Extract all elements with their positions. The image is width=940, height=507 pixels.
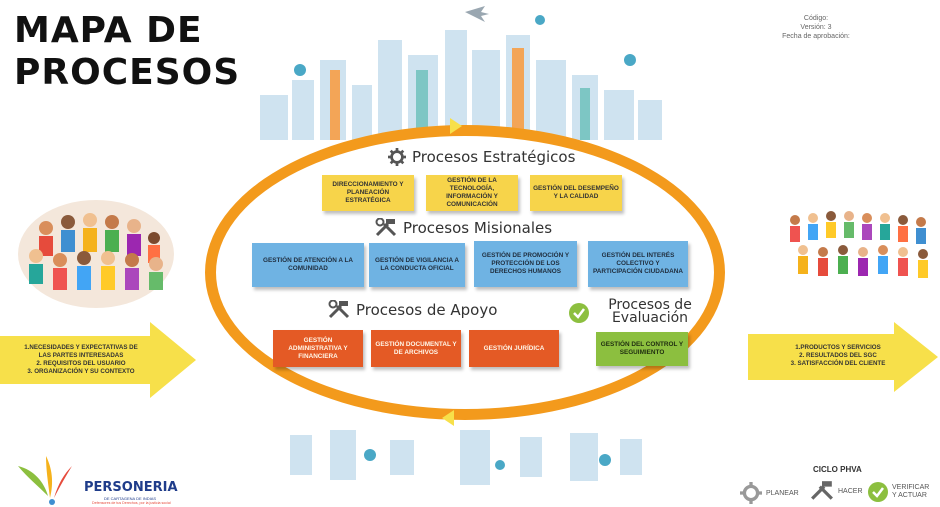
phva-check-act-label: VERIFICAR Y ACTUAR	[892, 484, 938, 500]
right-arrow-shape	[748, 322, 938, 392]
strategic-process-box: GESTIÓN DE LA TECNOLOGÍA, INFORMACIÓN Y …	[426, 175, 518, 211]
document-meta: Código: Versión: 3 Fecha de aprobación:	[756, 14, 876, 41]
output-line: 3. SATISFACCIÓN DEL CLIENTE	[790, 360, 886, 367]
doc-code: Código:	[803, 15, 829, 22]
support-process-box: GESTIÓN JURÍDICA	[469, 330, 559, 367]
phva-title: CICLO PHVA	[813, 465, 862, 474]
people-crowd-right-illustration	[790, 211, 928, 278]
doc-approval-date: Fecha de aprobación:	[782, 33, 850, 40]
gear-icon	[388, 148, 406, 166]
tools-icon	[375, 218, 397, 237]
missional-process-box: GESTIÓN DE ATENCIÓN A LA COMUNIDAD	[252, 243, 364, 287]
ring-arrow-bottom-icon	[442, 410, 454, 426]
phva-plan-label: PLANEAR	[766, 490, 799, 497]
tools-icon	[328, 300, 350, 319]
title-line-2: PROCESOS	[14, 52, 241, 93]
strategic-section-title: Procesos Estratégicos	[388, 148, 575, 166]
input-line: 3. ORGANIZACIÓN Y SU CONTEXTO	[27, 368, 135, 375]
bottom-city-illustration	[290, 430, 642, 485]
support-title-text: Procesos de Apoyo	[356, 301, 498, 319]
strategic-process-box: GESTIÓN DEL DESEMPEÑO Y LA CALIDAD	[530, 175, 622, 211]
input-line: 2. REQUISITOS DEL USUARIO	[36, 360, 126, 367]
evaluation-process-box: GESTIÓN DEL CONTROL Y SEGUIMIENTO	[596, 332, 688, 366]
missional-process-box: GESTIÓN DEL INTERÉS COLECTIVO Y PARTICIP…	[588, 241, 688, 287]
missional-section-title: Procesos Misionales	[375, 218, 552, 238]
phva-check-line-1: VERIFICAR	[892, 484, 930, 491]
tools-icon	[811, 481, 833, 500]
title-line-1: MAPA DE	[14, 10, 203, 51]
support-process-box: GESTIÓN ADMINISTRATIVA Y FINANCIERA	[273, 330, 363, 367]
strategic-title-text: Procesos Estratégicos	[412, 148, 576, 166]
logo-mark-icon	[18, 456, 72, 505]
gear-icon	[740, 482, 762, 504]
missional-process-box: GESTIÓN DE PROMOCIÓN Y PROTECCIÓN DE LOS…	[474, 241, 577, 287]
inputs-text: 1.NECESIDADES Y EXPECTATIVAS DE LAS PART…	[6, 344, 156, 376]
output-line: 2. RESULTADOS DEL SGC	[799, 352, 877, 359]
evaluation-section-title: Procesos de Evaluación	[595, 297, 705, 326]
outputs-arrow: 1.PRODUCTOS Y SERVICIOS 2. RESULTADOS DE…	[748, 322, 940, 392]
inputs-arrow: 1.NECESIDADES Y EXPECTATIVAS DE LAS PART…	[0, 322, 196, 398]
missional-process-box: GESTIÓN DE VIGILANCIA A LA CONDUCTA OFIC…	[369, 243, 465, 287]
page-title: MAPA DE PROCESOS	[14, 10, 254, 94]
right-arrow-shape	[0, 322, 196, 398]
support-process-box: GESTIÓN DOCUMENTAL Y DE ARCHIVOS	[371, 330, 461, 367]
strategic-process-box: DIRECCIONAMIENTO Y PLANEACIÓN ESTRATÉGIC…	[322, 175, 414, 211]
input-line: LAS PARTES INTERESADAS	[38, 352, 124, 359]
phva-check-line-2: Y ACTUAR	[892, 492, 927, 499]
ring-arrow-top-icon	[450, 118, 462, 134]
check-icon	[569, 303, 589, 323]
evaluation-title-line-2: Evaluación	[611, 310, 689, 326]
missional-title-text: Procesos Misionales	[403, 219, 553, 237]
check-icon	[868, 482, 888, 502]
output-line: 1.PRODUCTOS Y SERVICIOS	[795, 344, 881, 351]
logo-subtitle: DE CARTAGENA DE INDIAS	[104, 496, 157, 501]
input-line: 1.NECESIDADES Y EXPECTATIVAS DE	[24, 344, 138, 351]
city-skyline-illustration	[260, 6, 662, 140]
evaluation-title-line-1: Procesos de	[608, 297, 692, 313]
support-section-title: Procesos de Apoyo	[328, 300, 497, 320]
outputs-text: 1.PRODUCTOS Y SERVICIOS 2. RESULTADOS DE…	[778, 344, 898, 368]
logo-name: PERSONERIA	[84, 480, 178, 495]
people-crowd-left-illustration	[18, 200, 174, 308]
doc-version: Versión: 3	[800, 24, 832, 31]
phva-do-label: HACER	[838, 488, 863, 495]
logo-tagline: Defensores de tus Derechos, por la justi…	[92, 501, 171, 505]
personeria-logo: PERSONERIA DE CARTAGENA DE INDIAS Defens…	[8, 452, 208, 507]
